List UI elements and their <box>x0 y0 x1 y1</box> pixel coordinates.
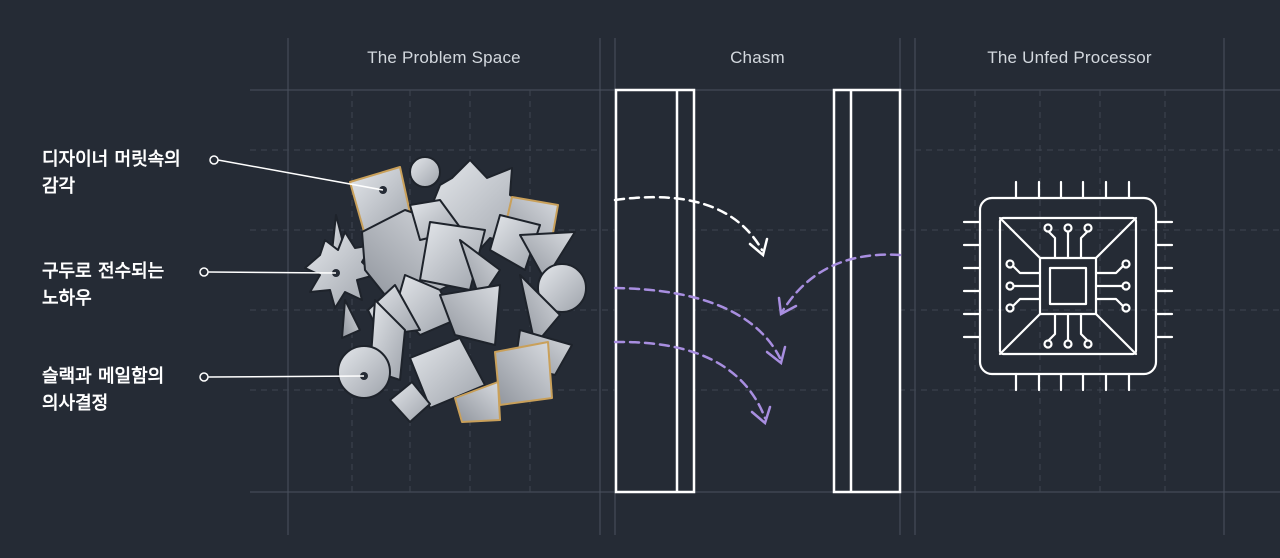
callout-line: 슬랙과 메일함의 <box>42 366 165 387</box>
callout-line: 구두로 전수되는 <box>42 261 165 282</box>
callout-slack-mail-decisions: 슬랙과 메일함의 의사결정 <box>42 363 164 417</box>
white-dashed-arrow <box>613 195 769 258</box>
title-problem-space: The Problem Space <box>367 48 521 67</box>
callout-line: 디자이너 머릿속의 <box>42 149 181 170</box>
fragment-cluster <box>304 156 587 423</box>
callout-oral-knowhow: 구두로 전수되는 노하우 <box>42 258 164 312</box>
cpu-chip-icon <box>962 180 1174 392</box>
callout-line: 감각 <box>42 176 76 197</box>
purple-dashed-arrows <box>613 253 902 426</box>
callout-line: 의사결정 <box>42 393 109 414</box>
chasm-right-wall <box>832 88 902 494</box>
title-unfed-processor: The Unfed Processor <box>987 48 1152 67</box>
callout-designer-intuition: 디자이너 머릿속의 감각 <box>42 146 181 200</box>
callout-line: 노하우 <box>42 288 92 309</box>
callout-leaders <box>199 155 384 382</box>
title-chasm: Chasm <box>730 48 785 67</box>
